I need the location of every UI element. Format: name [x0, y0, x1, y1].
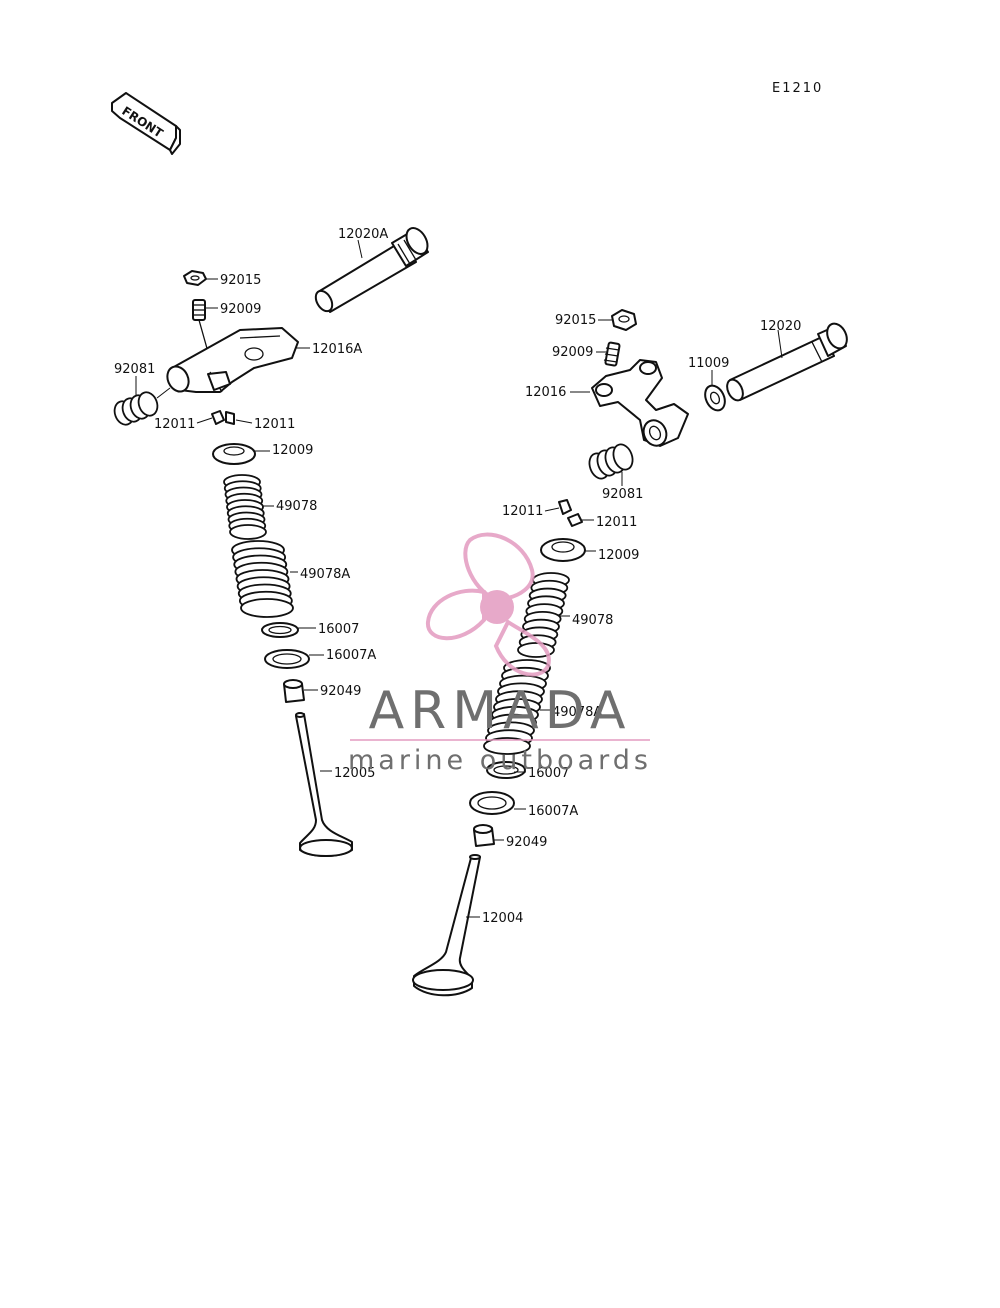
spring-92081-right	[588, 443, 634, 480]
valve-spring-49078-right	[517, 572, 570, 658]
label-11009: 11009	[688, 356, 729, 371]
intake-valve-12004	[412, 854, 481, 997]
retainer-12009-left	[212, 443, 256, 465]
label-49078-right: 49078	[572, 613, 613, 628]
label-12004: 12004	[482, 911, 523, 926]
label-12011-right-2: 12011	[596, 515, 637, 530]
stem-seal-92049-right	[473, 824, 495, 847]
label-12016: 12016	[525, 385, 566, 400]
label-12011-left-2: 12011	[254, 417, 295, 432]
label-12011-right-1: 12011	[502, 504, 543, 519]
label-12011-left-1: 12011	[154, 417, 195, 432]
label-49078A-left: 49078A	[300, 567, 350, 582]
nut-92015-left	[183, 270, 207, 286]
keepers-12011-left	[211, 410, 235, 425]
label-16007-right: 16007	[528, 766, 569, 781]
washer-16007-right	[486, 761, 526, 779]
watermark-brand: ARMADA	[369, 681, 632, 741]
adjust-screw-92009-right	[603, 341, 621, 367]
label-92081-right: 92081	[602, 487, 643, 502]
rocker-shaft-12020A	[314, 227, 429, 313]
keepers-12011-right	[558, 499, 583, 527]
label-92009-right: 92009	[552, 345, 593, 360]
label-12020: 12020	[760, 319, 801, 334]
valve-spring-49078A-left	[231, 540, 294, 618]
rocker-arm-12016	[591, 359, 689, 447]
label-12009-left: 12009	[272, 443, 313, 458]
label-92015-left: 92015	[220, 273, 261, 288]
diagram-code: E1210	[772, 81, 823, 96]
label-92049-left: 92049	[320, 684, 361, 699]
label-49078-left: 49078	[276, 499, 317, 514]
label-12009-right: 12009	[598, 548, 639, 563]
label-92081-left: 92081	[114, 362, 155, 377]
nut-92015-right	[611, 309, 637, 331]
label-12005: 12005	[334, 766, 375, 781]
retainer-12009-right	[540, 538, 586, 562]
label-92049-right: 92049	[506, 835, 547, 850]
label-92009-left: 92009	[220, 302, 261, 317]
label-16007A-right: 16007A	[528, 804, 578, 819]
spring-92081-left	[113, 391, 159, 426]
label-16007A-left: 16007A	[326, 648, 376, 663]
valve-spring-49078A-right	[483, 659, 551, 755]
label-16007-left: 16007	[318, 622, 359, 637]
front-arrow-icon: FRONT	[111, 92, 181, 155]
adjust-screw-92009-left	[192, 299, 209, 353]
watermark-tagline: marine outboards	[348, 745, 652, 776]
label-49078A-right: 49078A	[552, 705, 602, 720]
valve-spring-49078-left	[223, 474, 267, 540]
washer-16007A-left	[264, 649, 310, 669]
rocker-arm-12016A	[166, 327, 299, 393]
armada-propeller-logo-icon	[426, 532, 551, 677]
label-12016A: 12016A	[312, 342, 362, 357]
rocker-shaft-12020	[726, 322, 848, 402]
stem-seal-92049-left	[283, 679, 305, 703]
label-12020A: 12020A	[338, 227, 388, 242]
washer-16007-left	[261, 622, 299, 638]
washer-16007A-right	[469, 791, 515, 815]
exhaust-valve-12005	[295, 712, 353, 857]
washer-11009	[704, 384, 726, 412]
label-92015-right: 92015	[555, 313, 596, 328]
